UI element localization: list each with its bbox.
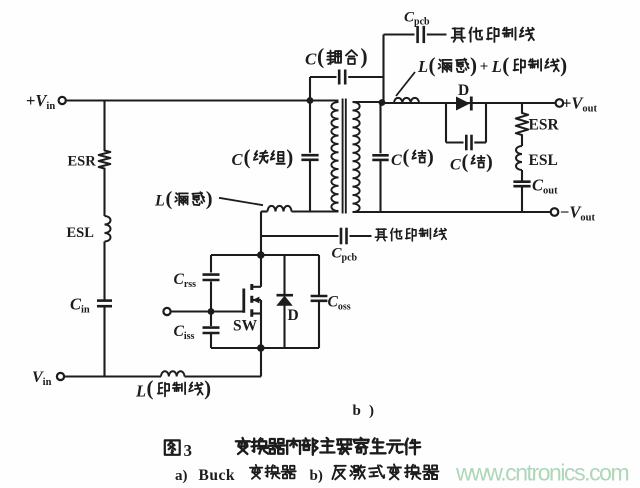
svg-text:(: ( <box>317 45 324 69</box>
svg-text:Buck: Buck <box>199 467 235 484</box>
svg-text:C: C <box>305 50 317 69</box>
svg-text:): ) <box>369 403 374 419</box>
svg-text:Cpcb: Cpcb <box>332 246 358 264</box>
svg-text:(: ( <box>462 151 469 173</box>
svg-text:L: L <box>417 57 428 76</box>
svg-text:): ) <box>560 53 567 77</box>
svg-text:Coss: Coss <box>328 294 351 313</box>
svg-text:SW: SW <box>233 318 258 335</box>
svg-text:Ciss: Ciss <box>174 323 195 342</box>
svg-text:D: D <box>458 82 469 99</box>
svg-text:Vin: Vin <box>32 369 52 388</box>
svg-text:(: ( <box>166 188 173 210</box>
svg-text:+Vin: +Vin <box>26 91 55 112</box>
svg-text:L: L <box>491 57 502 76</box>
svg-text:(: ( <box>403 146 410 168</box>
svg-text:3: 3 <box>184 441 193 460</box>
svg-text:): ) <box>486 151 493 173</box>
svg-text:(: ( <box>147 376 154 400</box>
svg-text:C: C <box>391 152 402 169</box>
svg-text:): ) <box>204 376 211 400</box>
svg-text:www.cntronics.com: www.cntronics.com <box>455 460 628 486</box>
svg-text:+: + <box>480 59 489 75</box>
svg-text:−Vout: −Vout <box>560 203 596 224</box>
svg-text:ESL: ESL <box>529 152 558 169</box>
svg-text:ESR: ESR <box>68 154 97 170</box>
svg-text:(: ( <box>502 53 509 77</box>
svg-text:Crss: Crss <box>174 271 197 290</box>
svg-text:C: C <box>450 157 461 174</box>
svg-text:(: ( <box>244 145 251 169</box>
svg-text:Cin: Cin <box>70 295 90 316</box>
svg-text:Cout: Cout <box>532 176 558 197</box>
svg-text:L: L <box>154 193 165 210</box>
svg-text:L: L <box>135 382 146 401</box>
svg-text:): ) <box>286 145 293 169</box>
svg-text:C: C <box>232 150 244 169</box>
svg-text:+Vout: +Vout <box>562 94 598 115</box>
svg-text:b): b) <box>310 468 323 484</box>
svg-text:ESR: ESR <box>529 117 560 134</box>
svg-text:): ) <box>470 53 477 77</box>
svg-text:D: D <box>288 307 299 324</box>
svg-text:a): a) <box>175 468 188 484</box>
svg-text:): ) <box>360 45 367 69</box>
svg-text:ESL: ESL <box>67 225 95 241</box>
svg-text:): ) <box>427 146 434 168</box>
svg-text:): ) <box>206 188 213 210</box>
svg-text:Cpcb: Cpcb <box>404 10 430 28</box>
svg-text:(: ( <box>429 53 436 77</box>
svg-text:b: b <box>353 403 361 419</box>
